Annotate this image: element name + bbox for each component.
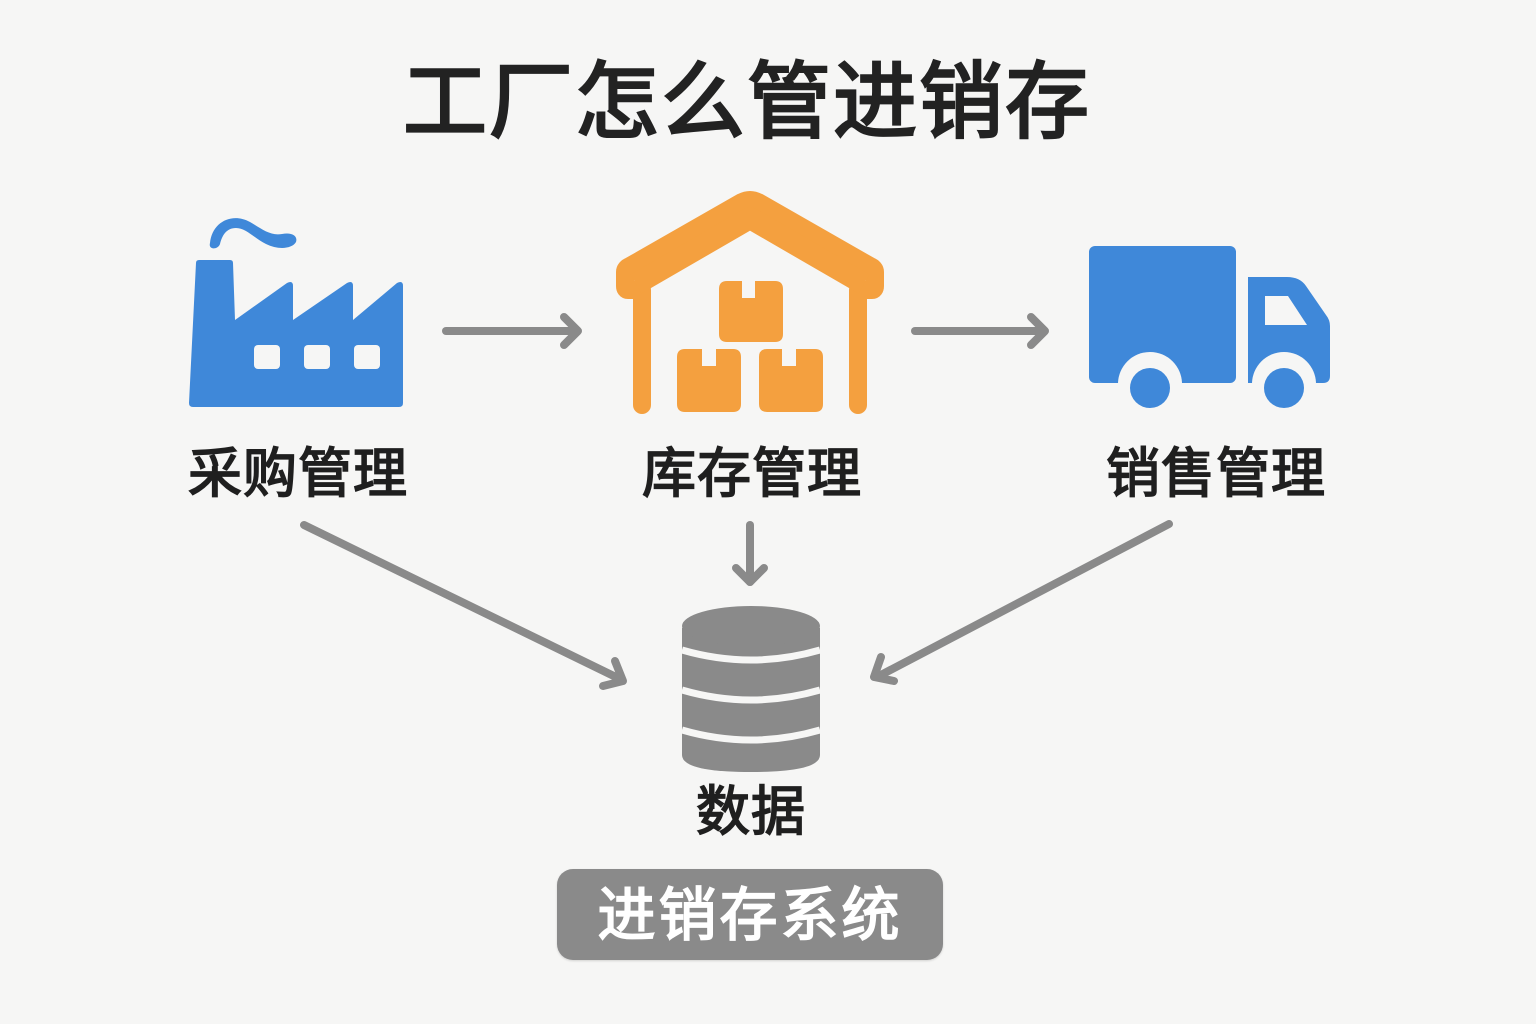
node-label-inventory: 库存管理 (642, 442, 862, 505)
truck-icon (1089, 246, 1330, 416)
arrow-purchase-to-inventory (442, 313, 582, 349)
node-label-sales: 销售管理 (1106, 442, 1326, 505)
arrow-inventory-to-sales (911, 313, 1049, 349)
page-title: 工厂怎么管进销存 (402, 53, 1091, 151)
warehouse-icon (616, 191, 884, 414)
node-label-data: 数据 (696, 780, 806, 843)
arrow-sales-to-data (870, 520, 1173, 685)
arrow-purchase-to-data (300, 521, 627, 690)
database-icon (681, 606, 821, 772)
factory-icon (189, 218, 403, 407)
node-label-purchase: 采购管理 (188, 442, 408, 505)
arrow-inventory-to-data (732, 521, 768, 586)
system-badge: 进销存系统 (557, 869, 943, 960)
system-badge-label: 进销存系统 (597, 880, 903, 949)
